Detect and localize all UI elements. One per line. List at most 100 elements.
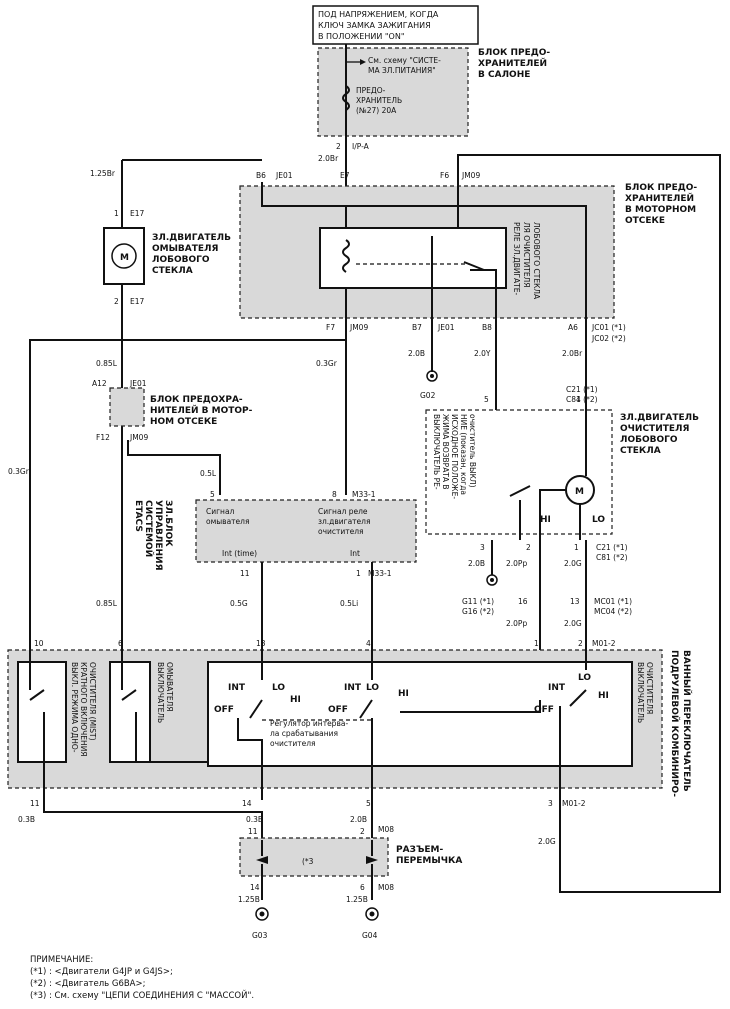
conn-b7: B7 — [412, 323, 422, 332]
jumper-connector — [239, 837, 389, 877]
washer-switch-label-2: ОМЫВАТЕЛЯ — [165, 662, 174, 711]
conn-mc04: MC04 (*2) — [594, 607, 632, 616]
conn-p13-sw: 13 — [256, 639, 266, 648]
return-switch-5: очиститель ВЫКЛ) — [468, 414, 477, 488]
mist-switch — [17, 661, 67, 763]
conn-p11-c: 11 — [248, 827, 258, 836]
return-switch-1: ВЫКЛЮЧАТЕЛЬ РЕ- — [432, 414, 441, 490]
sw2-hi: HI — [398, 689, 409, 699]
etacs-sig2-3: очистителя — [318, 527, 364, 536]
conn-p13: 13 — [570, 597, 580, 606]
fuse-label-3: (№27) 20А — [356, 106, 397, 115]
washer-motor-label-3: ЛОБОВОГО — [152, 255, 210, 265]
conn-m331: M33-1 — [368, 569, 392, 578]
wire-20b-g11: 2.0B — [468, 559, 485, 568]
conn-p5-motor: 5 — [484, 395, 489, 404]
sw3-hi: HI — [598, 691, 609, 701]
conn-a6: A6 — [568, 323, 578, 332]
small-fuse-label-2: НИТЕЛЕЙ В МОТОР- — [150, 404, 253, 416]
conn-m33: M33-1 — [352, 490, 376, 499]
etacs-sig1-1: Сигнал — [206, 507, 235, 516]
conn-m08-b: M08 — [378, 883, 394, 892]
wire-20pp-b: 2.0Pp — [506, 619, 527, 628]
note-3: (*3) : См. схему "ЦЕПИ СОЕДИНЕНИЯ С "МАС… — [30, 989, 254, 1001]
wire-20br-2: 2.0Br — [562, 349, 583, 358]
conn-m08: M08 — [378, 825, 394, 834]
sw1-lo: LO — [272, 683, 285, 693]
fuse-label-1: ПРЕДО- — [356, 86, 386, 95]
wire-20g-2: 2.0G — [538, 837, 556, 846]
relay-label-2: ЛЯ ОЧИСТИТЕЛЯ — [522, 222, 531, 288]
etacs-title-2: УПРАВЛЕНИЯ — [153, 500, 163, 571]
conn-p11-b: 11 — [30, 799, 40, 808]
wire-085l-top: 0.85L — [96, 359, 118, 368]
conn-p1: 1 — [356, 569, 361, 578]
washer-motor-label-2: ОМЫВАТЕЛЯ — [152, 244, 219, 254]
conn-a12: A12 — [92, 379, 107, 388]
conn-p8: 8 — [332, 490, 337, 499]
ground-g16: G16 (*2) — [462, 607, 494, 616]
mist-label-1: ВЫКЛ. РЕЖИМА ОДНО- — [70, 662, 79, 753]
conn-p3: 3 — [480, 543, 485, 552]
sw2-lo: LO — [366, 683, 379, 693]
conn-p5: 5 — [210, 490, 215, 499]
relay-label-1: РЕЛЕ ЗЛ.ДВИГАТЕ- — [512, 222, 521, 295]
note-1: (*1) : <Двигатели G4JP и G4JS>; — [30, 967, 173, 977]
wiper-switch-label-2: ОЧИСТИТЕЛЯ — [645, 662, 654, 714]
salon-ref-line2: МА ЗЛ.ПИТАНИЯ" — [368, 66, 436, 75]
sw1-off: OFF — [214, 705, 234, 715]
motor-hi: HI — [540, 515, 551, 525]
interval-reg-2: ла срабатывания — [270, 729, 338, 738]
sw3-int: INT — [548, 683, 566, 693]
engine-title-4: ОТСЕКЕ — [625, 216, 665, 226]
mist-label-3: ОЧИСТИТЕЛЯ (MIST) — [88, 662, 97, 741]
washer-switch-label-1: ВЫКЛЮЧАТЕЛЬ — [156, 662, 165, 723]
sw1-hi: HI — [290, 695, 301, 705]
sw2-int: INT — [344, 683, 362, 693]
ground-g04: G04 — [362, 931, 378, 940]
conn-mc01: MC01 (*1) — [594, 597, 632, 606]
conn-p2-c: 2 — [360, 827, 365, 836]
conn-c81: C81 (*2) — [566, 395, 598, 404]
wire-03gr-top: 0.3Gr — [316, 359, 338, 368]
conn-jc01: JC01 (*1) — [591, 323, 626, 332]
small-fuse-label-1: БЛОК ПРЕДОХРА- — [150, 395, 243, 405]
washer-switch — [109, 661, 151, 763]
sw2-off: OFF — [328, 705, 348, 715]
conn-p14: 14 — [242, 799, 252, 808]
engine-title-2: ХРАНИТЕЛЕЙ — [625, 192, 694, 204]
conn-p6-b: 6 — [360, 883, 365, 892]
relay-label-3: ЛОБОВОГО СТЕКЛА — [532, 222, 541, 300]
wire-20y: 2.0Y — [474, 349, 491, 358]
ignition-label-line3: В ПОЛОЖЕНИИ "ON" — [318, 32, 405, 41]
wire-085l-bottom: 0.85L — [96, 599, 118, 608]
etacs-title-4: ETACS — [133, 500, 143, 532]
conn-ip-pin: 2 — [336, 142, 341, 151]
etacs-sig1-2: омывателя — [206, 517, 249, 526]
conn-e17-b: E17 — [130, 297, 145, 306]
wire-20b-2: 2.0B — [350, 815, 367, 824]
conn-e17: E17 — [130, 209, 145, 218]
conn-p2-sw: 2 — [578, 639, 583, 648]
etacs-title-3: СИСТЕМОЙ — [143, 500, 155, 557]
fuse-label-2: ХРАНИТЕЛЬ — [356, 96, 402, 105]
conn-p14-b: 14 — [250, 883, 260, 892]
washer-motor-label-1: ЗЛ.ДВИГАТЕЛЬ — [152, 233, 231, 243]
washer-motor — [103, 227, 145, 285]
conn-jc02: JC02 (*2) — [591, 334, 626, 343]
salon-ref-line1: См. схему "СИСТЕ- — [368, 56, 441, 65]
conn-jm09-b: JM09 — [349, 323, 368, 332]
wire-20br: 2.0Br — [318, 154, 339, 163]
fuse-block-salon — [317, 47, 469, 137]
conn-f12: F12 — [96, 433, 110, 442]
conn-jm09-c: JM09 — [129, 433, 148, 442]
conn-p4-sw: 4 — [366, 639, 371, 648]
jumper-label-2: ПЕРЕМЫЧКА — [396, 856, 462, 866]
etacs-sig2-2: зл.двигателя — [318, 517, 370, 526]
wiper-relay — [319, 227, 507, 289]
conn-p6: 6 — [118, 639, 123, 648]
interval-reg-1: Регулятор интерва- — [270, 719, 348, 728]
wire-05g: 0.5G — [230, 599, 248, 608]
washer-motor-label-4: СТЕКЛА — [152, 266, 193, 276]
wiper-motor-m: M — [575, 487, 584, 497]
